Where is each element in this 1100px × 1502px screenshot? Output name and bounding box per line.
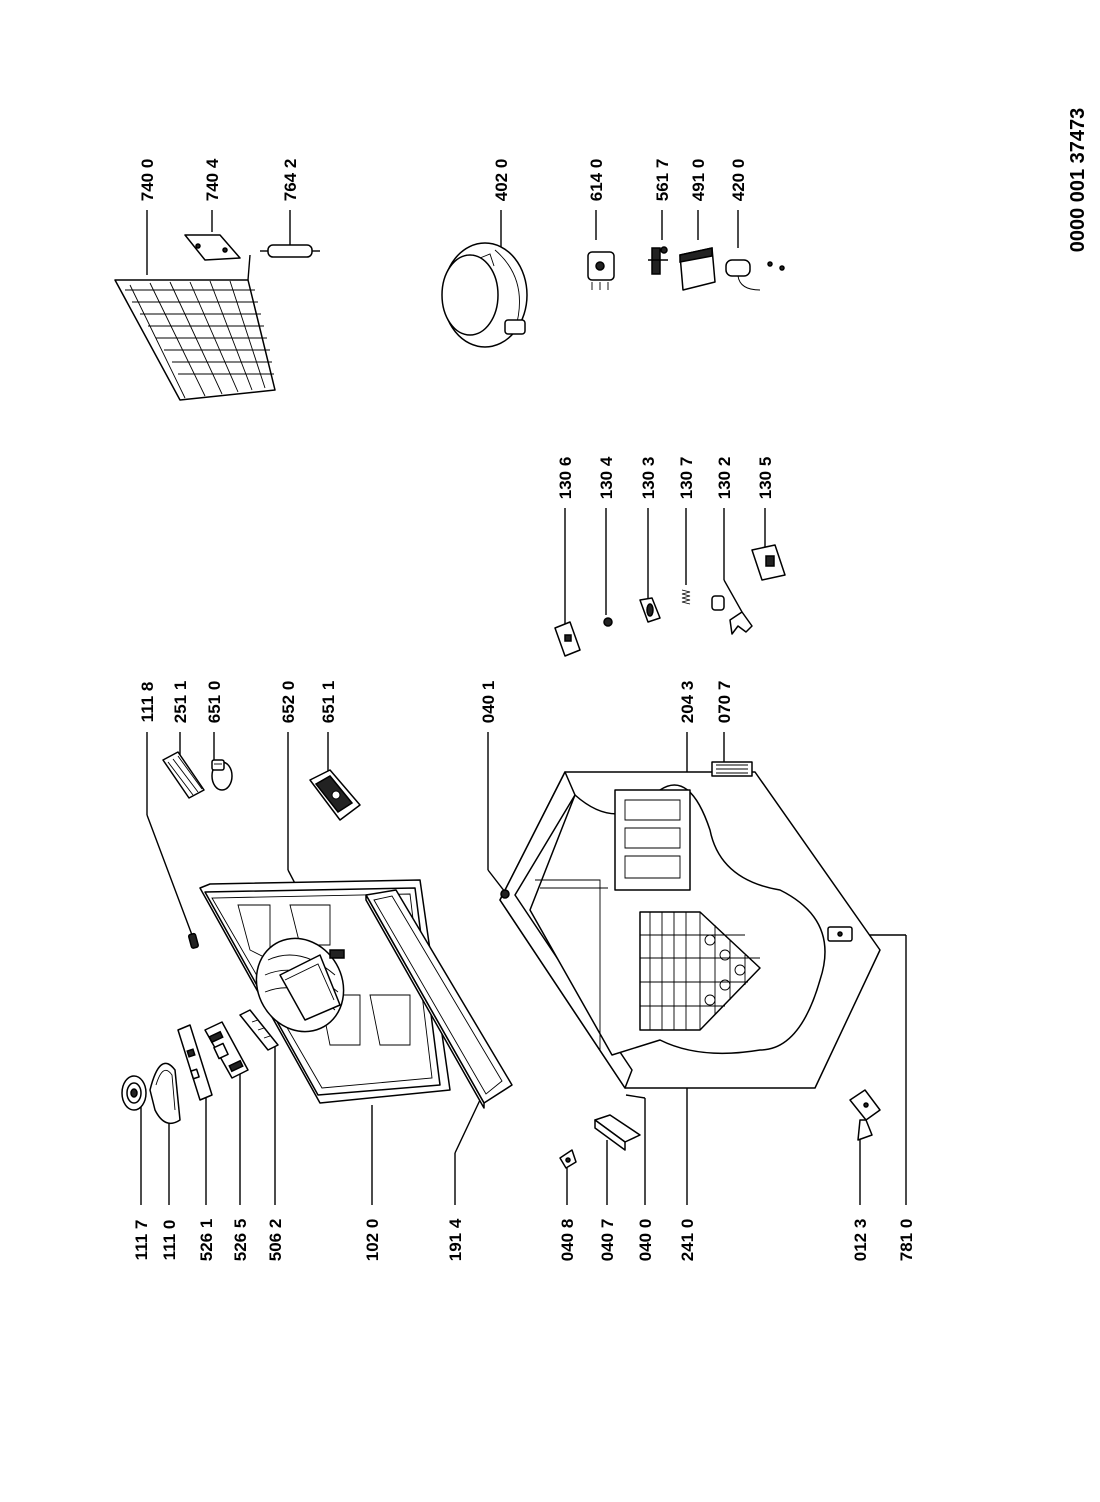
label-102-0: 102 0 xyxy=(363,1105,382,1261)
label-781-0: 781 0 xyxy=(862,934,916,1262)
svg-text:740 4: 740 4 xyxy=(203,158,222,201)
svg-text:506 2: 506 2 xyxy=(266,1219,285,1262)
svg-text:130 4: 130 4 xyxy=(597,456,616,499)
svg-text:040 8: 040 8 xyxy=(558,1219,577,1262)
label-130-6: 130 6 xyxy=(556,457,575,628)
clip-part xyxy=(559,1149,577,1169)
spring-part xyxy=(681,589,691,605)
svg-text:070 7: 070 7 xyxy=(715,681,734,724)
thermostat-part xyxy=(648,246,668,275)
label-191-4: 191 4 xyxy=(446,1099,481,1261)
label-130-3: 130 3 xyxy=(639,457,658,598)
svg-text:526 5: 526 5 xyxy=(231,1219,250,1262)
label-651-0: 651 0 xyxy=(205,681,224,768)
svg-text:251 1: 251 1 xyxy=(171,681,190,724)
lamp-part xyxy=(211,759,233,791)
svg-text:740 0: 740 0 xyxy=(138,159,157,202)
terminal-box-part xyxy=(679,247,716,291)
label-040-0: 040 0 xyxy=(625,1094,655,1262)
svg-text:491 0: 491 0 xyxy=(689,159,708,202)
svg-text:130 2: 130 2 xyxy=(715,457,734,500)
drier-part xyxy=(260,244,320,258)
label-111-8: 111 8 xyxy=(138,682,193,936)
lock-housing-part xyxy=(751,544,786,581)
svg-text:130 7: 130 7 xyxy=(677,457,696,500)
label-040-8: 040 8 xyxy=(558,1168,577,1261)
label-402-0: 402 0 xyxy=(492,159,511,258)
svg-text:130 6: 130 6 xyxy=(556,457,575,500)
label-130-2: 130 2 xyxy=(715,457,743,613)
document-number: 0000 001 37473 xyxy=(1067,108,1089,253)
svg-text:526 1: 526 1 xyxy=(197,1219,216,1262)
hinge-part xyxy=(849,1089,881,1141)
label-130-7: 130 7 xyxy=(677,457,696,585)
knob-part xyxy=(121,1075,147,1111)
svg-text:102 0: 102 0 xyxy=(363,1219,382,1262)
svg-text:191 4: 191 4 xyxy=(446,1218,465,1261)
label-764-2: 764 2 xyxy=(281,159,300,250)
label-526-1: 526 1 xyxy=(197,1080,216,1261)
label-614-0: 614 0 xyxy=(587,159,606,240)
svg-text:241 0: 241 0 xyxy=(678,1219,697,1262)
hinge-bar-part xyxy=(239,1009,279,1051)
label-040-7: 040 7 xyxy=(598,1140,617,1261)
basket-part xyxy=(639,911,761,1031)
clip-130-6-part xyxy=(554,621,581,657)
pin-part xyxy=(187,932,199,949)
label-506-2: 506 2 xyxy=(266,1042,285,1261)
control-strip-part xyxy=(177,1024,213,1101)
compressor-part xyxy=(441,242,528,348)
svg-text:130 5: 130 5 xyxy=(756,457,775,500)
cam-part xyxy=(639,597,661,623)
label-526-5: 526 5 xyxy=(231,1070,250,1261)
label-420-0: 420 0 xyxy=(729,159,748,248)
svg-text:651 1: 651 1 xyxy=(319,681,338,724)
label-740-4: 740 4 xyxy=(203,158,222,232)
lamp-housing-part xyxy=(309,769,361,821)
gasket-part xyxy=(365,889,513,1109)
thermostat-housing-part xyxy=(204,1021,249,1079)
svg-text:561 7: 561 7 xyxy=(653,159,672,202)
label-561-7: 561 7 xyxy=(653,159,672,240)
svg-text:614 0: 614 0 xyxy=(587,159,606,202)
label-012-3: 012 3 xyxy=(851,1130,870,1261)
grille-part xyxy=(162,751,205,799)
label-040-1: 040 1 xyxy=(479,681,506,893)
label-130-4: 130 4 xyxy=(597,456,616,615)
label-130-5: 130 5 xyxy=(756,457,775,548)
ball-part xyxy=(603,617,613,627)
svg-text:420 0: 420 0 xyxy=(729,159,748,202)
label-651-1: 651 1 xyxy=(319,681,338,780)
svg-text:111 8: 111 8 xyxy=(138,682,157,723)
svg-text:651 0: 651 0 xyxy=(205,681,224,724)
condenser-bracket-part xyxy=(184,234,241,261)
label-070-7: 070 7 xyxy=(715,681,734,765)
svg-text:040 7: 040 7 xyxy=(598,1219,617,1262)
svg-text:764 2: 764 2 xyxy=(281,159,300,202)
svg-text:040 1: 040 1 xyxy=(479,681,498,724)
svg-text:402 0: 402 0 xyxy=(492,159,511,202)
label-740-0: 740 0 xyxy=(138,159,157,275)
svg-text:204 3: 204 3 xyxy=(678,681,697,724)
svg-text:040 0: 040 0 xyxy=(636,1219,655,1262)
svg-text:012 3: 012 3 xyxy=(851,1219,870,1262)
capacitor-part xyxy=(725,259,785,291)
relay-part xyxy=(587,251,615,290)
svg-text:111 7: 111 7 xyxy=(132,1220,151,1261)
svg-text:111 0: 111 0 xyxy=(160,1220,179,1261)
svg-text:781 0: 781 0 xyxy=(897,1219,916,1262)
svg-text:652 0: 652 0 xyxy=(279,681,298,724)
condenser-part xyxy=(114,254,276,401)
bezel-part xyxy=(149,1062,181,1125)
label-491-0: 491 0 xyxy=(689,159,708,240)
bracket-part xyxy=(594,1114,641,1151)
lock-part xyxy=(711,595,753,635)
svg-text:130 3: 130 3 xyxy=(639,457,658,500)
label-111-7: 111 7 xyxy=(132,1105,151,1260)
